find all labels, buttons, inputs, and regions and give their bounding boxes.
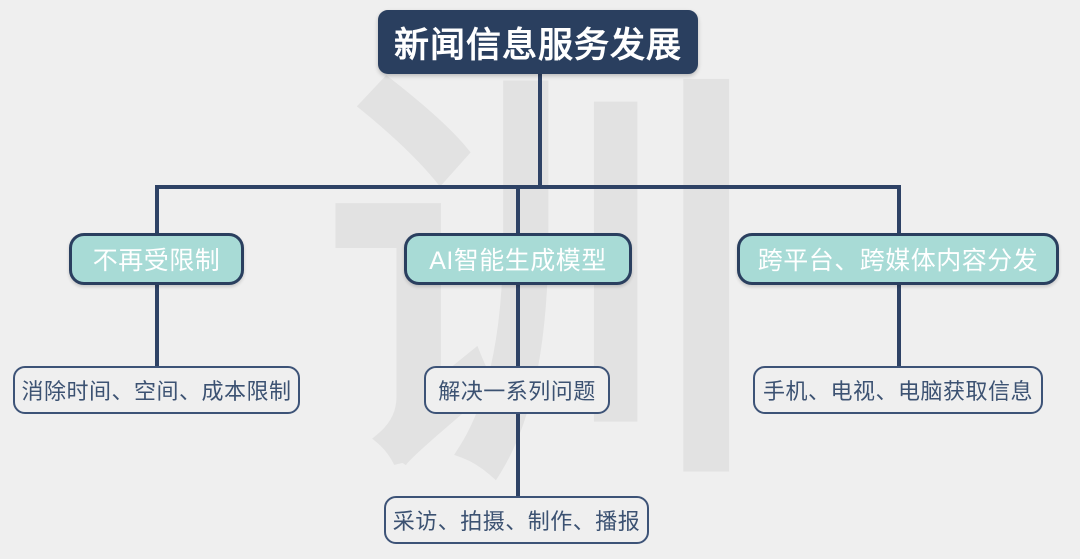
connector-horizontal-bus xyxy=(155,185,901,189)
connector-bus-to-branch-center xyxy=(516,185,520,235)
connector-branch-left-to-leaf xyxy=(155,283,159,368)
connector-bus-to-branch-left xyxy=(155,185,159,235)
node-leaf-right-1[interactable]: 手机、电视、电脑获取信息 xyxy=(753,366,1043,414)
connector-branch-center-to-leaf1 xyxy=(516,283,520,368)
node-leaf-center-2[interactable]: 采访、拍摄、制作、播报 xyxy=(384,496,649,544)
connector-branch-right-to-leaf xyxy=(897,283,901,368)
connector-bus-to-branch-right xyxy=(897,185,901,235)
node-root-title[interactable]: 新闻信息服务发展 xyxy=(378,10,698,74)
node-leaf-center-1[interactable]: 解决一系列问题 xyxy=(424,366,610,414)
node-branch-left[interactable]: 不再受限制 xyxy=(69,233,244,285)
node-leaf-left-1[interactable]: 消除时间、空间、成本限制 xyxy=(13,366,300,414)
connector-leaf1-to-leaf2 xyxy=(516,413,520,498)
node-branch-center[interactable]: AI智能生成模型 xyxy=(404,233,632,285)
connector-title-spine xyxy=(538,72,542,187)
node-branch-right[interactable]: 跨平台、跨媒体内容分发 xyxy=(737,233,1059,285)
